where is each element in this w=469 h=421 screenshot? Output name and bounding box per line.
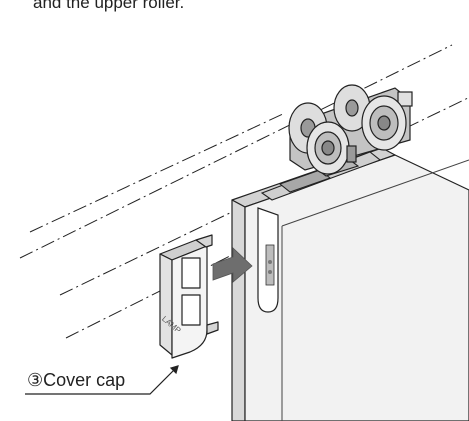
rail-guide-line-4 — [29, 112, 286, 233]
cover-cap-window-lower — [181, 294, 201, 326]
slot-inner-part — [265, 244, 275, 286]
roller-wheel-front-right-hub — [377, 115, 391, 131]
door-side-edge — [231, 199, 246, 421]
upper-roller — [288, 84, 413, 175]
right-arrow-icon — [212, 247, 253, 283]
roller-wheel-back-right-hub — [345, 99, 359, 117]
slot-screw-1 — [268, 260, 272, 264]
cover-cap-clip-top — [195, 234, 213, 248]
leader-line — [25, 365, 179, 395]
rail-guide-line-1 — [19, 44, 453, 259]
roller-wheel-front-left-hub — [321, 140, 335, 156]
roller-bolt — [346, 145, 357, 163]
cover-cap-clip-side — [206, 321, 219, 335]
leader-arrowhead — [169, 365, 179, 375]
cover-cap-window-upper — [181, 257, 201, 289]
insert-arrow — [212, 247, 253, 283]
door-slot — [257, 207, 279, 313]
cover-cap-front — [159, 253, 173, 356]
bracket-block — [278, 169, 332, 193]
caption-text: and the upper roller. — [33, 0, 185, 12]
cover-cap — [159, 234, 219, 359]
door-inner-top-line — [281, 159, 469, 227]
roller-tab — [397, 91, 413, 107]
cover-cap-label: ③Cover cap — [27, 370, 126, 390]
callout-leader-line — [25, 365, 179, 395]
slot-screw-2 — [268, 270, 272, 274]
